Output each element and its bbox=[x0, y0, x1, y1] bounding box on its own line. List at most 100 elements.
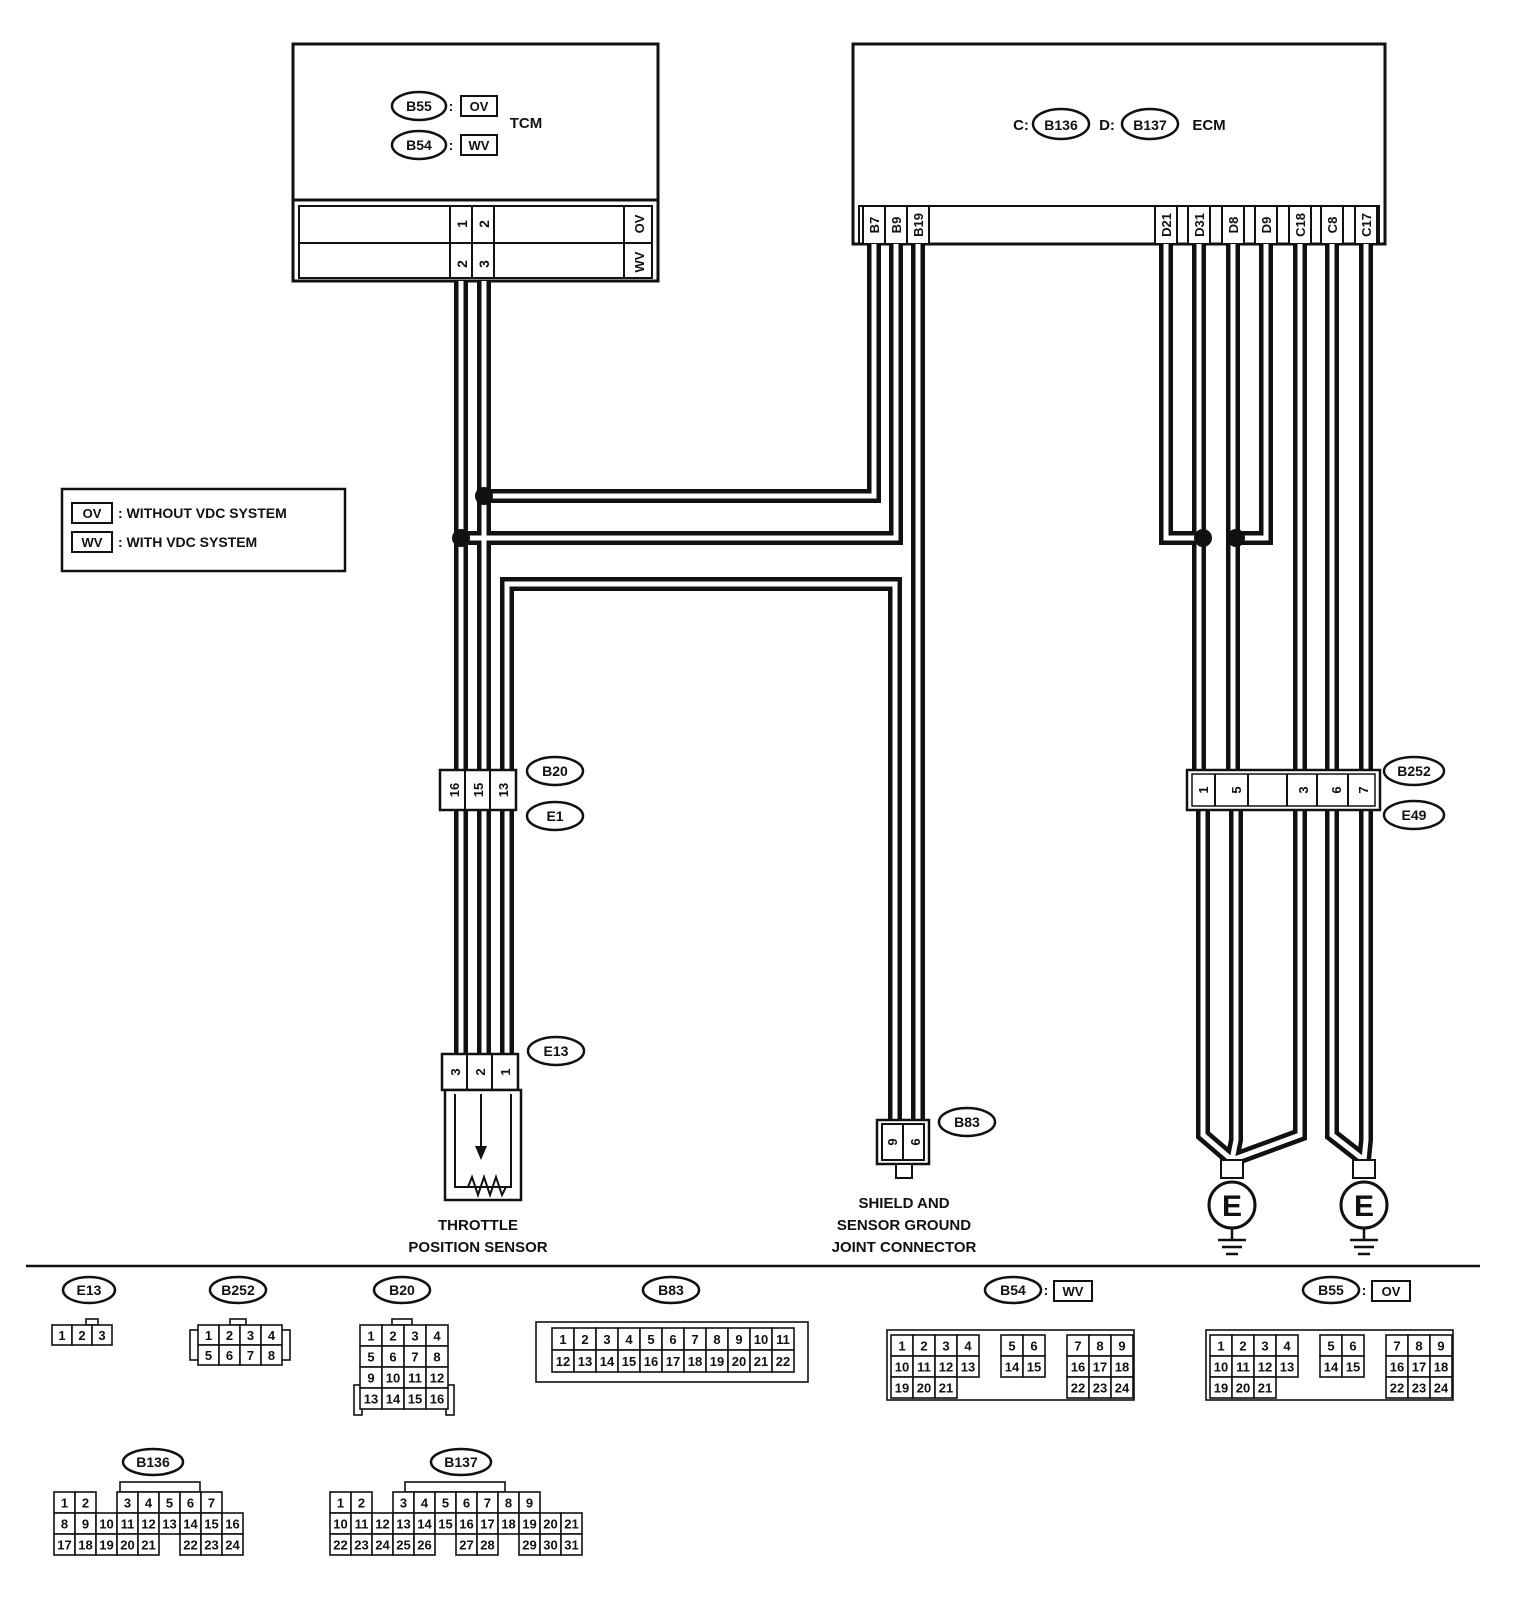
face-b252-cell: 2 bbox=[226, 1328, 233, 1343]
tcm-wv-tag: WV bbox=[469, 138, 490, 153]
face-b55-cell: 9 bbox=[1437, 1339, 1444, 1354]
ecm-pin-d21: D21 bbox=[1159, 213, 1174, 237]
face-b55-cell: 22 bbox=[1390, 1381, 1404, 1396]
face-b54-cell: 12 bbox=[939, 1360, 953, 1375]
face-b55-cell: 17 bbox=[1412, 1360, 1426, 1375]
tcm-colon-1: : bbox=[449, 98, 454, 114]
face-b136-cell: 8 bbox=[61, 1517, 68, 1532]
shield-label-line2: SENSOR GROUND bbox=[837, 1217, 971, 1234]
face-b136-cell: 16 bbox=[225, 1517, 239, 1532]
face-b137-cell: 18 bbox=[501, 1517, 515, 1532]
face-b137-cell: 16 bbox=[459, 1517, 473, 1532]
throttle-position-sensor: 3 2 1 E13 THROTTLE POSITION SENSOR bbox=[408, 1035, 586, 1256]
face-b252-cell: 1 bbox=[205, 1328, 212, 1343]
tcm-ov-tag: OV bbox=[470, 99, 489, 114]
face-b83-cell: 20 bbox=[732, 1354, 746, 1369]
wire-core bbox=[484, 244, 877, 499]
wire-core bbox=[1361, 810, 1369, 1161]
face-b137-cell: 21 bbox=[564, 1517, 578, 1532]
shield-label-line1: SHIELD AND bbox=[858, 1195, 949, 1212]
ecm-title: ECM bbox=[1192, 117, 1225, 134]
ecm-pin-b7: B7 bbox=[867, 217, 882, 234]
tcm-pin-wv-3: 3 bbox=[476, 260, 492, 268]
face-b83-cell: 19 bbox=[710, 1354, 724, 1369]
face-b54-cell: 5 bbox=[1008, 1339, 1015, 1354]
face-e13-cell: 1 bbox=[58, 1328, 65, 1343]
face-b83-cell: 14 bbox=[600, 1354, 615, 1369]
face-b83-label: B83 bbox=[658, 1282, 684, 1298]
face-b20-cell: 3 bbox=[411, 1329, 418, 1344]
b252-pin-3: 3 bbox=[1296, 786, 1311, 793]
tcm-row-wv-tag: WV bbox=[632, 251, 647, 272]
legend-ov-tag: OV bbox=[83, 506, 102, 521]
ecm-conn-b136-oval bbox=[1031, 107, 1091, 141]
face-b83-cell: 17 bbox=[666, 1354, 680, 1369]
face-b83-label-oval bbox=[641, 1275, 701, 1305]
face-b54-label-oval bbox=[983, 1275, 1043, 1305]
face-b252-cell: 7 bbox=[247, 1348, 254, 1363]
ecm-c-prefix: C: bbox=[1013, 117, 1029, 134]
face-b137-cell: 24 bbox=[375, 1538, 390, 1553]
face-b20-label-oval bbox=[372, 1275, 432, 1305]
face-b136-cell: 21 bbox=[141, 1538, 155, 1553]
b252-pin-6: 6 bbox=[1329, 786, 1344, 793]
ecm-pin-b19: B19 bbox=[911, 213, 926, 237]
face-b55-label: B55 bbox=[1318, 1282, 1344, 1298]
face-b137-cell: 5 bbox=[442, 1496, 449, 1511]
face-b83-cell: 10 bbox=[754, 1332, 768, 1347]
face-b136-cell: 7 bbox=[208, 1496, 215, 1511]
face-b252-label-oval bbox=[208, 1275, 268, 1305]
face-b20-cell: 4 bbox=[433, 1329, 441, 1344]
wire-core bbox=[461, 244, 899, 541]
legend: OV : WITHOUT VDC SYSTEM WV : WITH VDC SY… bbox=[60, 487, 347, 573]
splice-dot bbox=[1227, 529, 1245, 547]
face-b54-cell: 18 bbox=[1115, 1360, 1129, 1375]
face-b137-cell: 23 bbox=[354, 1538, 368, 1553]
ecm-pin-b9: B9 bbox=[889, 217, 904, 234]
face-b137-cell: 29 bbox=[522, 1538, 536, 1553]
wire-core bbox=[1229, 810, 1239, 1161]
face-b54-cell: 11 bbox=[917, 1360, 931, 1375]
face-b54-cell: 9 bbox=[1118, 1339, 1125, 1354]
face-e13-cell: 2 bbox=[78, 1328, 85, 1343]
b20-pin-16: 16 bbox=[447, 783, 462, 797]
face-b136-cell: 14 bbox=[183, 1517, 198, 1532]
e13-label: E13 bbox=[544, 1043, 569, 1059]
face-b55-cell: 20 bbox=[1236, 1381, 1250, 1396]
face-b54-cell: 3 bbox=[942, 1339, 949, 1354]
wire-core bbox=[1200, 810, 1234, 1162]
face-b137-cell: 13 bbox=[396, 1517, 410, 1532]
face-b136-cell: 11 bbox=[121, 1517, 135, 1532]
ground-right: E bbox=[1339, 1159, 1389, 1256]
face-b55-cell: 16 bbox=[1390, 1360, 1404, 1375]
tcm-conn-b55-oval bbox=[390, 90, 448, 122]
face-b83-cell: 8 bbox=[713, 1332, 720, 1347]
face-e13-label-oval bbox=[61, 1275, 117, 1305]
splice-dot bbox=[1194, 529, 1212, 547]
face-b83-cell: 7 bbox=[691, 1332, 698, 1347]
e13-pin-2: 2 bbox=[473, 1068, 488, 1075]
face-b137-cell: 4 bbox=[421, 1496, 429, 1511]
face-b137-cell: 25 bbox=[396, 1538, 410, 1553]
face-b20-cell: 10 bbox=[386, 1371, 400, 1386]
face-b137-cell: 26 bbox=[417, 1538, 431, 1553]
face-b55-label-oval bbox=[1301, 1275, 1361, 1305]
face-b55-cell: 10 bbox=[1214, 1360, 1228, 1375]
face-b137-cell: 1 bbox=[337, 1496, 344, 1511]
face-b83-cell: 3 bbox=[603, 1332, 610, 1347]
b20-pin-15: 15 bbox=[471, 783, 486, 797]
face-b54-cell: 15 bbox=[1027, 1360, 1041, 1375]
face-b137-cell: 28 bbox=[480, 1538, 494, 1553]
face-b137-cell: 27 bbox=[459, 1538, 473, 1553]
face-b20-cell: 14 bbox=[386, 1392, 401, 1407]
face-b83-cell: 18 bbox=[688, 1354, 702, 1369]
face-b20-cell: 8 bbox=[433, 1350, 440, 1365]
face-b137-label: B137 bbox=[444, 1454, 478, 1470]
face-b137-cell: 10 bbox=[333, 1517, 347, 1532]
wire-outline bbox=[1236, 244, 1273, 545]
face-b136-cell: 5 bbox=[166, 1496, 173, 1511]
face-b54-cell: 24 bbox=[1115, 1381, 1130, 1396]
face-b20-cell: 11 bbox=[408, 1371, 422, 1386]
